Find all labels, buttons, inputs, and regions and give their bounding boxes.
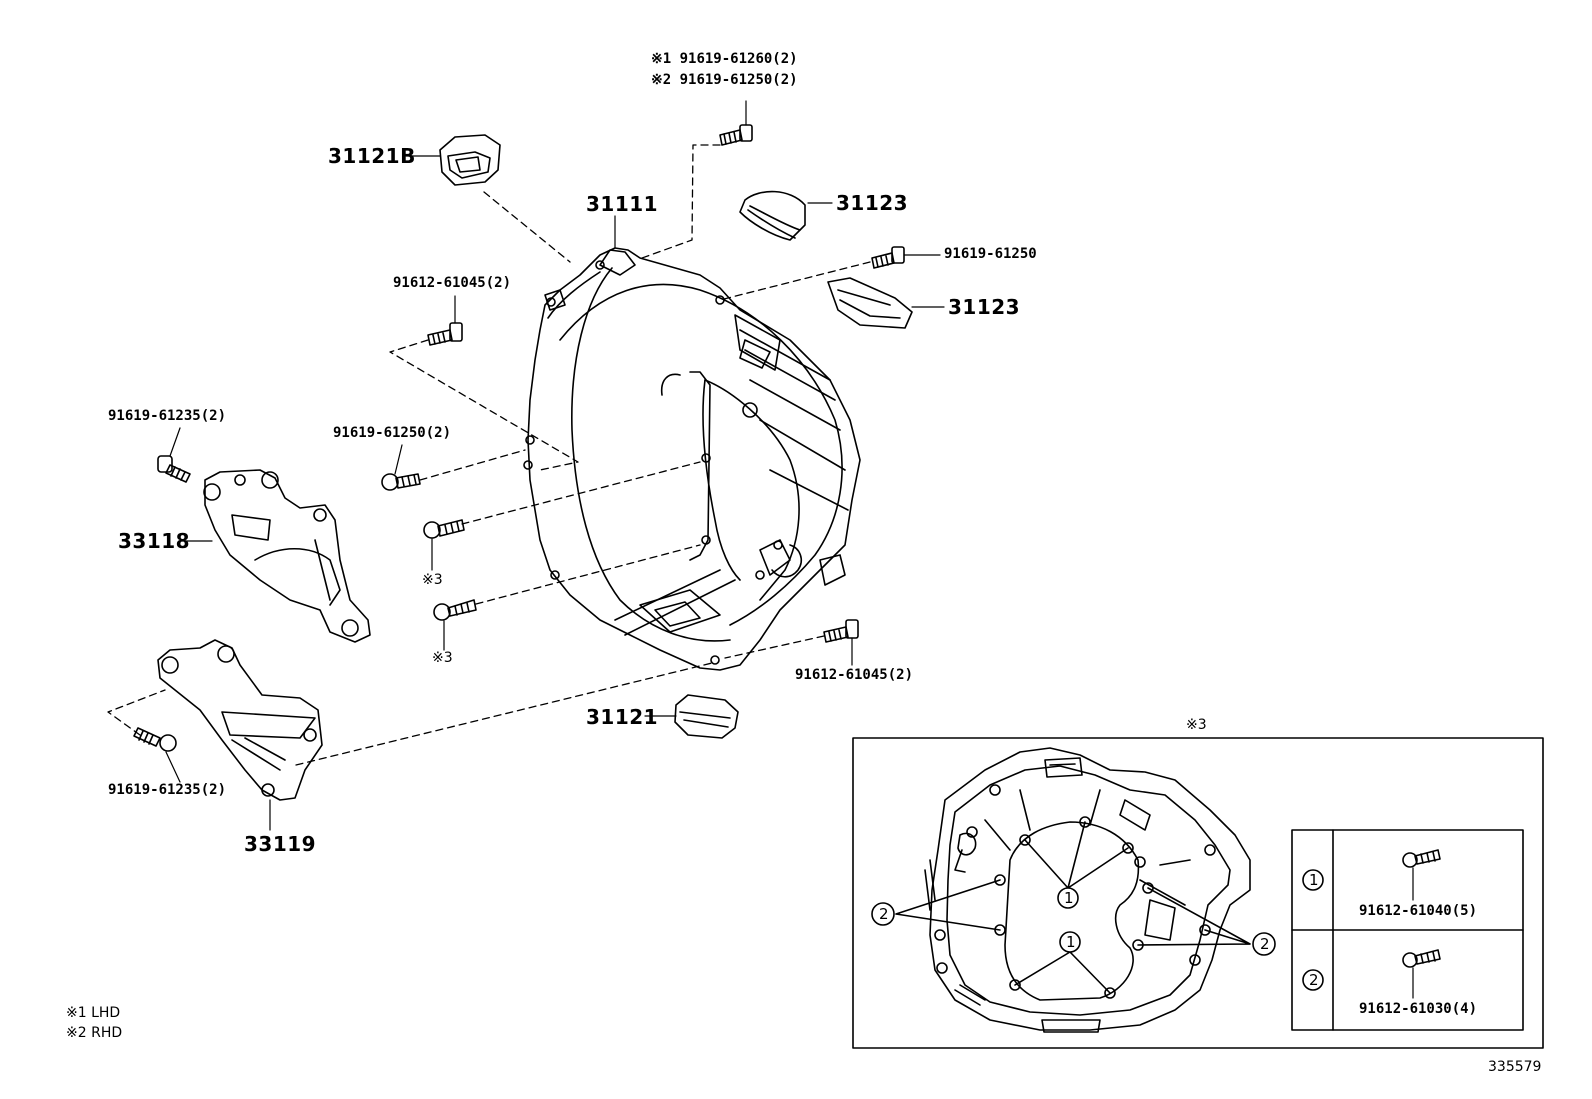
- bolt-91619-61235-bot: [133, 727, 177, 752]
- bolt-91612-61045-bot: [823, 619, 859, 643]
- bracket-33119: [157, 639, 323, 801]
- label-33119: 33119: [244, 832, 317, 856]
- label-note2-part: ※2 91619-61250(2): [651, 72, 798, 88]
- table-ref-1: 1: [1309, 871, 1319, 889]
- bolt-91619-61235-top: [157, 455, 191, 483]
- label-91619-61250-2: 91619-61250(2): [333, 425, 452, 441]
- bolt-91619-61250: [871, 246, 905, 269]
- part-31123-mid: [827, 277, 913, 329]
- label-91619-61235-bot: 91619-61235(2): [108, 782, 227, 798]
- bolt-mark3-b: [433, 599, 477, 621]
- label-note1-part: ※1 91619-61260(2): [651, 51, 798, 67]
- diagram-id: 335579: [1488, 1059, 1542, 1075]
- part-31121: [674, 694, 739, 739]
- bolt-top-91619-61260: [719, 124, 753, 146]
- label-mark3-a: ※3: [422, 572, 443, 588]
- label-inset-mark3: ※3: [1186, 717, 1207, 733]
- label-31123-top: 31123: [836, 191, 909, 215]
- callout-2-right: 2: [1260, 935, 1270, 953]
- bracket-33118: [203, 469, 371, 643]
- bolt-mark3-a: [423, 519, 465, 539]
- label-33118: 33118: [118, 529, 191, 553]
- legend-rhd: ※2 RHD: [66, 1025, 123, 1041]
- bell-housing-31111: [523, 247, 861, 671]
- table-part-91612-61040: 91612-61040(5): [1359, 903, 1478, 919]
- label-31123-mid: 31123: [948, 295, 1021, 319]
- label-91612-61045-bot: 91612-61045(2): [795, 667, 914, 683]
- bolt-91612-61045-top: [427, 322, 463, 346]
- table-part-91612-61030: 91612-61030(4): [1359, 1001, 1478, 1017]
- dashed-connectors: [107, 144, 871, 766]
- bolt-91619-61250-2: [381, 473, 421, 491]
- legend-lhd: ※1 LHD: [66, 1005, 121, 1021]
- label-91619-61250: 91619-61250: [944, 246, 1037, 262]
- callout-1-lower: 1: [1066, 933, 1076, 951]
- leader-lines: [165, 100, 945, 831]
- label-91619-61235-top: 91619-61235(2): [108, 408, 227, 424]
- part-31121B: [439, 134, 501, 186]
- label-31111: 31111: [586, 192, 659, 216]
- callout-1-upper: 1: [1064, 889, 1074, 907]
- label-31121: 31121: [586, 705, 659, 729]
- label-mark3-b: ※3: [432, 650, 453, 666]
- table-ref-2: 2: [1309, 971, 1319, 989]
- part-31123-top: [739, 190, 806, 241]
- label-91612-61045-top: 91612-61045(2): [393, 275, 512, 291]
- callout-2-left: 2: [879, 905, 889, 923]
- inset-box: [852, 737, 1544, 1049]
- label-31121B: 31121B: [328, 144, 416, 168]
